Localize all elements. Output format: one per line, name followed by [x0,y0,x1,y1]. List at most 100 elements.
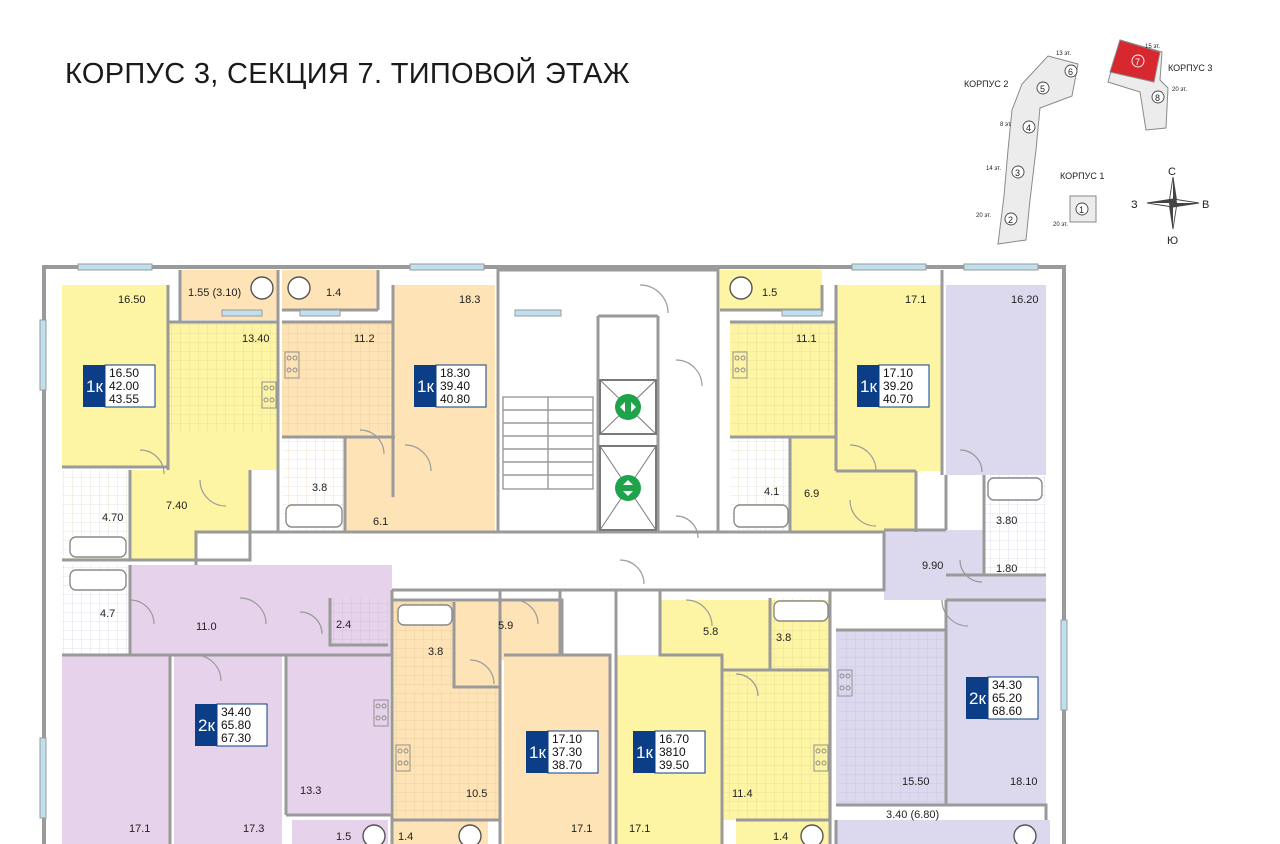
floor-count: 8 эт. [1000,122,1012,128]
badge-living-area: 16.70 [659,732,689,746]
badge-total-area: 3810 [659,745,686,759]
apartment-badge-1[interactable]: 1к 16.50 42.00 43.55 [83,364,156,408]
elevator-icon [615,394,641,420]
apartment-badge-6[interactable]: 1к 17.10 37.30 38.70 [526,730,599,774]
room-area: 17.1 [571,823,592,835]
room-area: 3.8 [312,482,327,494]
interior-walls [62,270,1048,844]
section-number: 5 [1040,84,1045,94]
section-number: 2 [1008,215,1013,225]
room-area: 17.1 [129,823,150,835]
badge-full-area: 67.30 [221,731,251,745]
room-area: 15.50 [902,776,930,788]
room-area: 1.4 [398,831,413,843]
room-area: 2.4 [336,619,351,631]
elevator-2 [599,445,657,531]
room-area: 18.3 [459,294,480,306]
page-title: КОРПУС 3, СЕКЦИЯ 7. ТИПОВОЙ ЭТАЖ [65,58,630,90]
room-area: 13.3 [300,785,321,797]
compass-east: В [1202,199,1209,211]
section-number: 6 [1068,67,1073,77]
stove-icons [261,351,853,772]
bath-tiles [330,598,388,643]
badge-living-area: 16.50 [109,366,139,380]
doors [129,284,983,697]
badge-total-area: 65.20 [992,691,1022,705]
badge-rooms: 1к [636,743,653,762]
room-area: 11.1 [796,333,817,345]
kitchen-tiles [838,632,944,802]
room-area: 1.80 [996,563,1017,575]
kitchen-tiles [168,322,278,432]
room-area: 5.8 [703,626,718,638]
plant-icons [250,276,1037,844]
room-area: 6.9 [804,488,819,500]
windows [39,263,1068,819]
room-area: 4.1 [764,486,779,498]
building-2-shape [997,55,1079,245]
room-area: 1.4 [773,831,788,843]
elevator-icon [615,475,641,501]
room-area: 3.40 (6.80) [886,809,939,821]
apartment-badge-2[interactable]: 1к 18.30 39.40 40.80 [414,364,487,408]
room-area: 6.1 [373,516,388,528]
room-area: 4.7 [100,608,115,620]
room-area: 11.2 [354,333,375,345]
kitchen-tiles [394,690,500,818]
floor-count: 13 эт. [1056,51,1071,57]
apartment-badge-5[interactable]: 2к 34.40 65.80 67.30 [195,703,268,747]
room-area: 13.40 [242,333,270,345]
badge-full-area: 40.80 [440,392,470,406]
floor-count: 15 эт. [1145,44,1160,50]
badge-rooms: 2к [969,689,986,708]
badge-living-area: 18.30 [440,366,470,380]
floor-count: 20 эт. [1053,222,1068,228]
badge-total-area: 42.00 [109,379,139,393]
badge-total-area: 65.80 [221,718,251,732]
floor-count: 20 эт. [1172,87,1187,93]
room-area: 10.5 [466,788,487,800]
section-number: 1 [1079,205,1084,215]
room-area: 5.9 [498,620,513,632]
badge-rooms: 2к [198,716,215,735]
apartment-badge-4[interactable]: 2к 34.30 65.20 68.60 [966,676,1039,720]
compass-icon [1146,176,1200,230]
section-number: 3 [1015,168,1020,178]
building-label: КОРПУС 3 [1168,63,1212,73]
compass-south: Ю [1167,235,1178,247]
building-label: КОРПУС 1 [1060,171,1104,181]
room-area: 17.1 [629,823,650,835]
room-area: 17.3 [243,823,264,835]
badge-total-area: 39.20 [883,379,913,393]
badge-living-area: 17.10 [552,732,582,746]
badge-total-area: 37.30 [552,745,582,759]
badge-rooms: 1к [417,377,434,396]
room-area: 1.5 [762,287,777,299]
room-labels: 16.50 1.55 (3.10) 1.4 18.3 1.5 17.1 16.2… [100,287,1039,843]
room-area: 3.8 [776,632,791,644]
room-area: 18.10 [1010,776,1038,788]
room-area: 1.4 [326,287,341,299]
badge-full-area: 43.55 [109,392,139,406]
room-area: 1.55 (3.10) [188,287,241,299]
apartment-badge-7[interactable]: 1к 16.70 3810 39.50 [633,730,706,774]
badge-rooms: 1к [86,377,103,396]
section-number: 4 [1026,123,1031,133]
badge-total-area: 39.40 [440,379,470,393]
apartment-badge-3[interactable]: 1к 17.10 39.20 40.70 [857,364,930,408]
badge-full-area: 68.60 [992,704,1022,718]
compass-west: З [1131,199,1138,211]
badge-rooms: 1к [529,743,546,762]
room-area: 4.70 [102,512,123,524]
bathtubs [69,477,1043,626]
kitchen-tiles [730,322,836,432]
elevator-1 [599,379,657,435]
room-area: 16.50 [118,294,146,306]
room-area: 17.1 [905,294,926,306]
section-number: 7 [1135,57,1140,67]
kitchen-tiles [282,322,393,432]
room-area: 9.90 [922,560,943,572]
room-area: 11.0 [196,621,217,633]
floor-count: 20 эт. [976,213,991,219]
